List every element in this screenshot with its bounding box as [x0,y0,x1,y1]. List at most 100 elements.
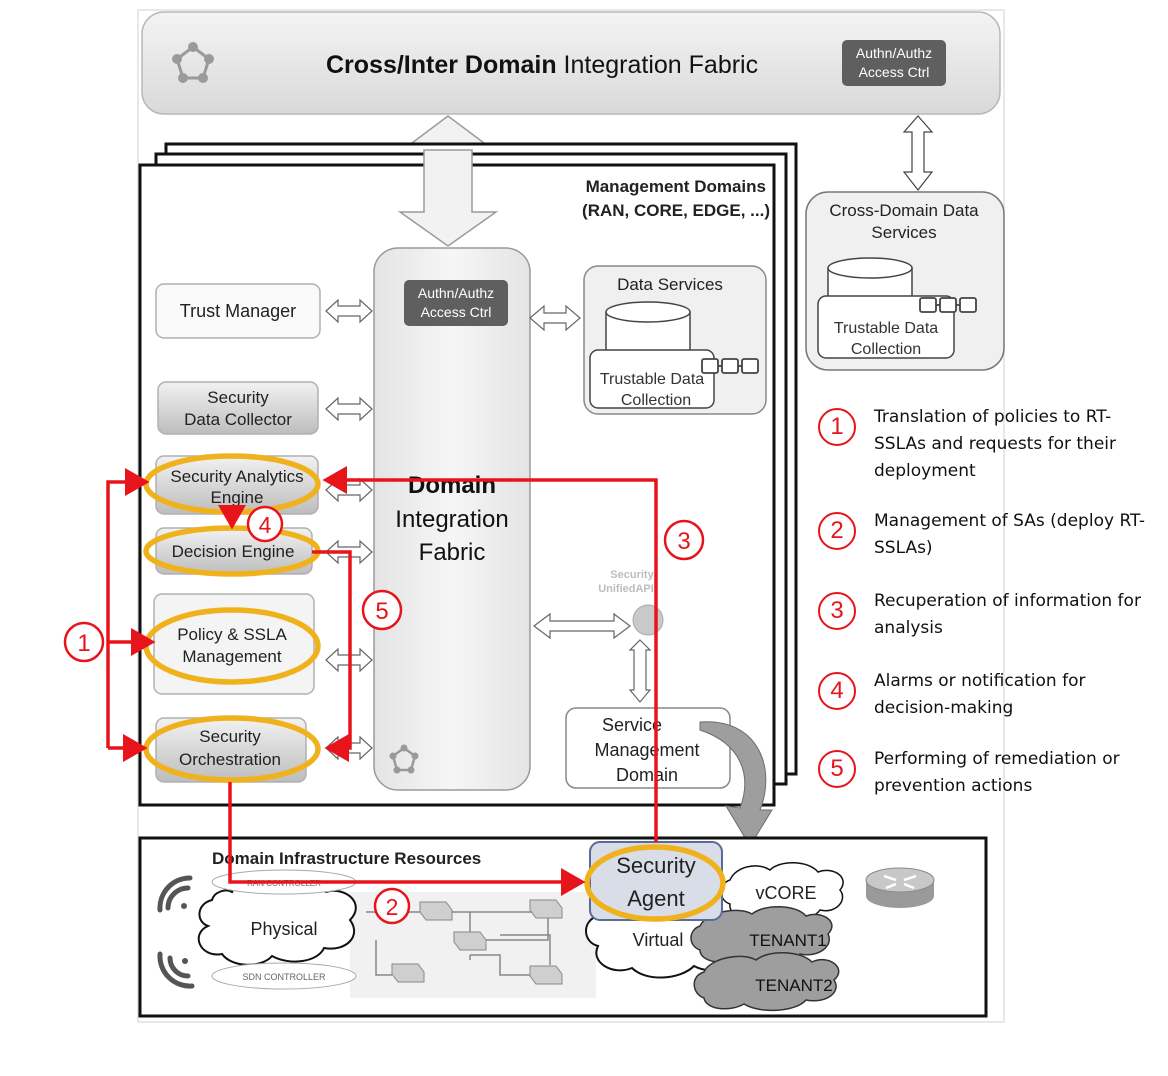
legend-text-5: Performing of remediation or prevention … [874,749,1120,796]
data-services-trustable-1: Trustable Data [600,371,704,388]
data-services-trustable-2: Collection [621,392,691,409]
network-switch-icons [391,899,563,985]
decision-engine-label: Decision Engine [172,542,295,561]
tenant2-label: TENANT2 [755,976,832,995]
legend-number-3: 3 [818,592,856,630]
wireless-antenna-icon [157,875,193,913]
service-management-domain-box: Service Management Domain [565,707,731,789]
top-auth-line1: Authn/Authz [856,45,932,61]
policy-ssla-label-2: Management [182,647,282,666]
service-management-label-3: Domain [616,765,678,785]
domain-auth-badge [404,280,508,326]
vcore-label: vCORE [755,883,816,903]
domain-integration-fabric: Authn/Authz Access Ctrl Domain Integrati… [373,247,531,791]
security-agent-label-1: Security [616,853,695,878]
cross-domain-data-arrow [902,115,934,191]
domain-infrastructure-box: Domain Infrastructure Resources Physical… [138,836,988,1018]
fabric-title-rest: Integration Fabric [557,51,759,79]
vcore-cloud [720,862,844,922]
legend-text-1: Translation of policies to RT-SSLAs and … [874,407,1116,481]
domain-fabric-logo-icon [389,744,419,774]
svg-text:5: 5 [375,598,388,625]
service-to-infra-curved-arrow [699,721,773,847]
security-analytics-engine-label-1: Security Analytics [170,467,303,486]
router-icon [865,867,935,908]
legend-item-2: 2 Management of SAs (deploy RT-SSLAs) [818,508,1158,580]
unified-api: Security UnifiedAPI [598,569,664,703]
legend-item-3: 3 Recuperation of information for analys… [818,588,1158,660]
sdn-controller-oval [211,962,357,990]
legend-text-2: Management of SAs (deploy RT-SSLAs) [874,511,1145,558]
svg-text:4: 4 [259,512,272,538]
data-services-title: Data Services [617,275,723,294]
top-auth-badge [842,40,946,86]
cross-domain-title-1: Cross-Domain Data [829,201,979,220]
cross-domain-title-2: Services [871,223,936,242]
domain-fabric-title-1: Domain [408,472,496,499]
infrastructure-title: Domain Infrastructure Resources [212,849,481,868]
legend-item-5: 5 Performing of remediation or preventio… [818,746,1158,818]
cross-domain-chain-icon [919,297,977,313]
svg-text:1: 1 [77,630,90,657]
flow-marker-1: 1 [63,621,105,663]
legend-text-3: Recuperation of information for analysis [874,591,1141,638]
legend-number-5: 5 [818,750,856,788]
security-data-collector-label-2: Data Collector [184,410,292,429]
unified-api-vertical-arrow [628,639,652,703]
svg-text:2: 2 [386,894,399,920]
unified-api-node-icon [632,604,664,636]
legend-item-1: 1 Translation of policies to RT-SSLAs an… [818,404,1158,481]
legend-item-4: 4 Alarms or notification for decision-ma… [818,668,1158,740]
management-domains-subtitle: (RAN, CORE, EDGE, ...) [582,201,770,220]
flow-marker-3: 3 [663,519,705,561]
cross-domain-trustable-2: Collection [851,341,921,358]
physical-label: Physical [250,919,317,939]
policy-ssla-label-1: Policy & SSLA [177,625,287,644]
trust-manager-label: Trust Manager [180,301,296,321]
security-agent-label-2: Agent [627,886,685,911]
tenant2-cloud [693,952,840,1012]
security-orchestration-box: Security Orchestration [155,717,307,783]
trust-manager-box: Trust Manager [155,283,321,339]
sdn-controller-label: SDN CONTROLLER [242,972,326,982]
service-management-label-1: Service [602,715,662,735]
data-services-chain-icon [701,358,759,374]
wireless-signal-icon [157,951,195,989]
policy-ssla-management-box: Policy & SSLA Management [153,593,315,695]
security-orchestration-label-1: Security [199,727,261,746]
data-services-box: Data Services Trustable Data Collection [583,265,767,415]
flow-arrows [106,466,658,896]
legend-text-4: Alarms or notification for decision-maki… [874,671,1086,718]
security-data-collector-label-1: Security [207,388,269,407]
cross-domain-fabric-bar: Cross/Inter Domain Integration Fabric Au… [141,11,1001,115]
domain-fabric-title-3: Fabric [419,539,486,566]
domain-auth-line1: Authn/Authz [418,285,494,301]
cross-domain-data-services-box: Cross-Domain Data Services Trustable Dat… [805,191,1005,371]
svg-text:Cross/Inter Domain Integration: Cross/Inter Domain Integration Fabric [326,51,758,79]
security-orchestration-label-2: Orchestration [179,750,281,769]
flow-marker-2: 2 [373,887,411,925]
security-analytics-engine-label-2: Engine [211,488,264,507]
fabric-logo-icon [172,42,214,83]
top-auth-line2: Access Ctrl [859,64,930,80]
flow-marker-4: 4 [246,505,284,543]
unified-api-label-2: UnifiedAPI [598,583,654,595]
security-data-collector-box: Security Data Collector [157,381,319,435]
security-analytics-engine-box: Security Analytics Engine [155,455,319,515]
legend-number-2: 2 [818,512,856,550]
service-management-label-2: Management [594,740,699,760]
unified-api-label-1: Security [610,569,654,581]
management-domains-title: Management Domains [586,177,766,196]
cross-domain-trustable-1: Trustable Data [834,320,938,337]
domain-auth-line2: Access Ctrl [421,304,492,320]
legend-number-4: 4 [818,672,856,710]
fabric-title-bold: Cross/Inter Domain [326,51,557,79]
svg-text:3: 3 [677,528,690,555]
tenant1-label: TENANT1 [749,931,826,950]
virtual-label: Virtual [633,930,684,950]
legend-number-1: 1 [818,408,856,446]
domain-fabric-title-2: Integration [395,506,508,533]
tenant1-cloud [690,906,833,966]
flow-marker-5: 5 [361,589,403,631]
